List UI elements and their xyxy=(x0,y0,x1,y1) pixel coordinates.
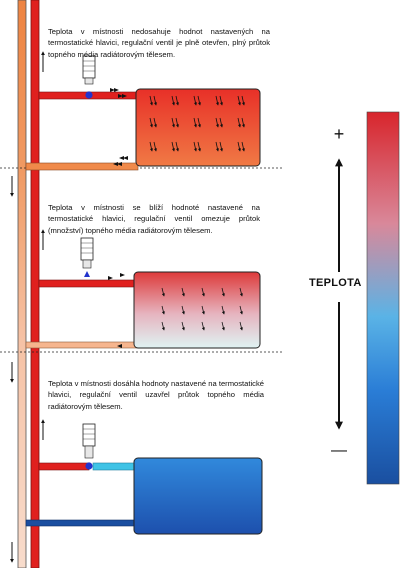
caption-full-flow: Teplota v místnosti nedosahuje hodnot na… xyxy=(48,27,270,59)
flow-arrow-icon xyxy=(108,273,125,348)
flow-arrow-icon xyxy=(201,287,205,297)
scale-plus: + xyxy=(334,124,345,144)
radiator-body xyxy=(135,88,261,167)
flow-arrow-icon xyxy=(193,117,198,128)
flow-arrow-icon xyxy=(197,141,202,152)
flow-arrow-icon xyxy=(215,141,220,152)
flow-arrow-icon xyxy=(237,117,242,128)
flow-arrow-icon xyxy=(215,117,220,128)
flow-arrow-icon xyxy=(201,321,205,331)
flow-arrow-icon xyxy=(193,141,198,152)
thermostatic-valve-icon xyxy=(80,237,94,277)
flow-arrow-icon xyxy=(239,321,243,331)
flow-arrow-icon xyxy=(181,321,185,331)
flow-arrow-icon xyxy=(149,117,154,128)
flow-arrow-icon xyxy=(241,141,246,152)
flow-arrow-icon xyxy=(219,141,224,152)
panel-limited-flow xyxy=(25,237,261,349)
panel-full-flow xyxy=(25,55,261,171)
thermostatic-valve-icon xyxy=(82,55,96,99)
flow-arrow-icon xyxy=(241,95,246,106)
radiator-body xyxy=(133,457,263,535)
flow-arrow-icon xyxy=(221,287,225,297)
flow-arrow-icon xyxy=(201,305,205,315)
flow-arrow-icon xyxy=(161,321,165,331)
caption-limited-flow: Teplota v místnosti se blíží hodnoté nas… xyxy=(48,203,260,235)
flow-arrow-icon xyxy=(237,95,242,106)
return-riser xyxy=(17,0,27,568)
flow-arrow-icon xyxy=(175,141,180,152)
radiator-flow-arrows xyxy=(161,287,243,331)
scale-minus: — xyxy=(331,442,347,459)
flow-arrow-icon xyxy=(175,95,180,106)
flow-arrow-icon xyxy=(239,287,243,297)
scale-label: TEPLOTA xyxy=(309,277,362,289)
temperature-gradient-bar xyxy=(366,111,400,485)
flow-arrow-icon xyxy=(241,117,246,128)
flow-arrow-icon xyxy=(219,95,224,106)
flow-arrow-icon xyxy=(171,117,176,128)
flow-arrow-icon xyxy=(181,305,185,315)
flow-arrow-icon xyxy=(153,117,158,128)
flow-arrow-icon xyxy=(237,141,242,152)
flow-arrow-icon xyxy=(221,305,225,315)
panel-closed xyxy=(25,423,263,535)
flow-arrow-icon xyxy=(193,95,198,106)
radiator-body xyxy=(133,271,261,349)
flow-arrow-icon xyxy=(197,117,202,128)
flow-arrow-icon xyxy=(153,95,158,106)
flow-arrow-icon xyxy=(197,95,202,106)
flow-arrow-icon xyxy=(161,287,165,297)
temperature-scale: + — xyxy=(331,111,400,485)
flow-arrow-icon xyxy=(149,95,154,106)
radiator-flow-arrows xyxy=(149,95,246,152)
thermostatic-valve-icon xyxy=(82,423,96,470)
riser-arrows xyxy=(10,51,45,563)
flow-arrow-icon xyxy=(171,141,176,152)
section-dividers xyxy=(0,167,282,353)
flow-arrow-icon xyxy=(149,141,154,152)
flow-arrow-icon xyxy=(110,88,128,166)
supply-riser xyxy=(30,0,40,568)
flow-arrow-icon xyxy=(153,141,158,152)
flow-arrow-icon xyxy=(171,95,176,106)
flow-arrow-icon xyxy=(239,305,243,315)
flow-arrow-icon xyxy=(221,321,225,331)
flow-arrow-icon xyxy=(215,95,220,106)
flow-arrow-icon xyxy=(219,117,224,128)
flow-arrow-icon xyxy=(181,287,185,297)
flow-arrow-icon xyxy=(161,305,165,315)
caption-closed: Teplota v místnosti dosáhla hodnoty nast… xyxy=(48,379,264,411)
flow-arrow-icon xyxy=(175,117,180,128)
